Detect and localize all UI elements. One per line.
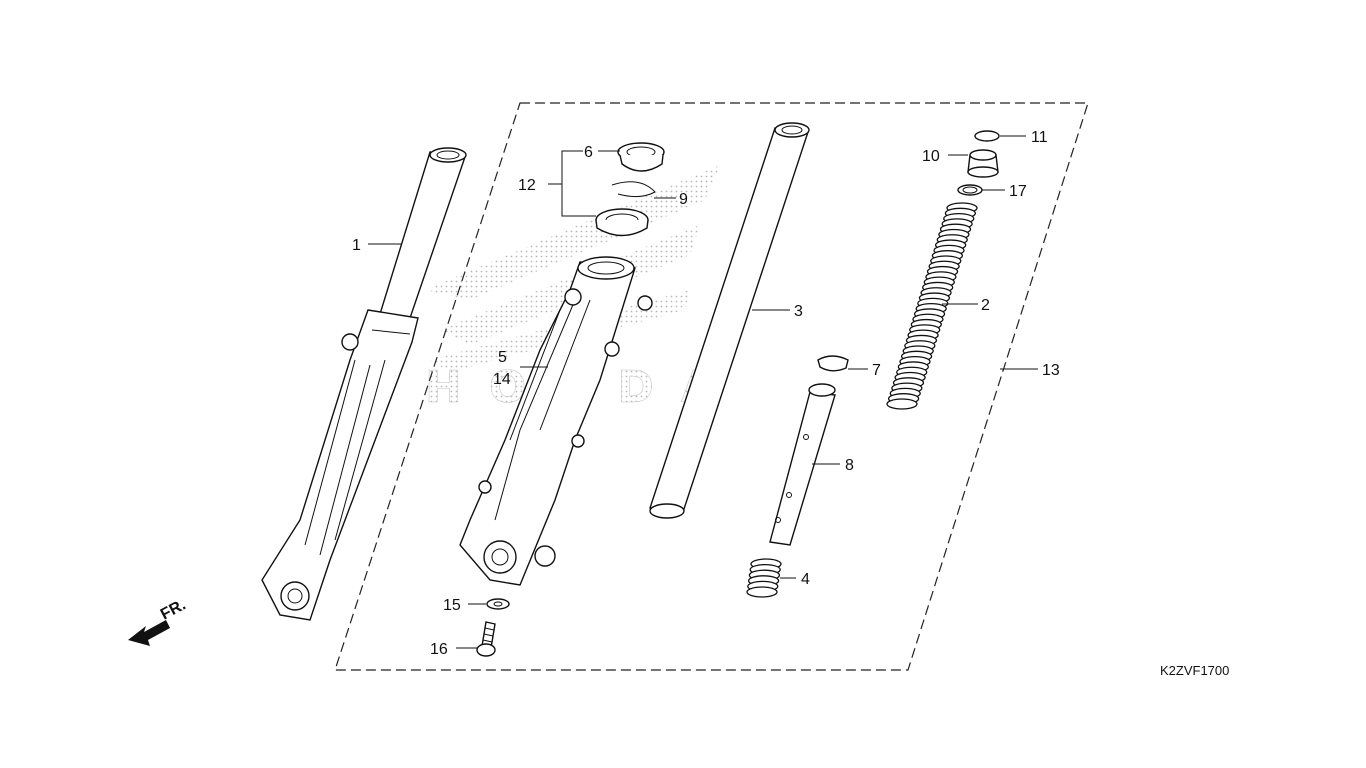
- part-11-stopper-ring: [974, 130, 1000, 142]
- part-17-o-ring: [957, 184, 983, 196]
- callout-6: 6: [584, 144, 593, 161]
- callout-1: 1: [352, 237, 361, 254]
- callout-3: 3: [794, 303, 803, 320]
- front-direction-arrow: FR.: [128, 596, 189, 646]
- part-8-damper-rod: [769, 383, 836, 546]
- part-4-rebound-spring: [746, 558, 782, 598]
- leader-lines: [368, 135, 1038, 649]
- part-15-washer: [486, 598, 510, 610]
- part-9-circlip: [611, 181, 656, 198]
- callout-17: 17: [1009, 183, 1027, 200]
- part-3-fork-pipe: [649, 122, 810, 519]
- part-7-clip: [817, 355, 849, 372]
- callout-7: 7: [872, 362, 881, 379]
- callout-2: 2: [981, 297, 990, 314]
- callout-9: 9: [679, 191, 688, 208]
- callout-12: 12: [518, 177, 536, 194]
- part-12-oil-seal: [595, 208, 649, 237]
- spring-coil: [886, 398, 918, 410]
- part-10-spring-seat: [967, 149, 999, 178]
- direction-label: FR.: [158, 596, 189, 623]
- callout-13: 13: [1042, 362, 1060, 379]
- arrow-icon: [128, 620, 170, 646]
- callout-15: 15: [443, 597, 461, 614]
- callout-11: 11: [1031, 129, 1048, 146]
- part-1-fork-leg: [261, 147, 467, 621]
- part-2-fork-spring: [886, 202, 978, 410]
- spring-coil: [746, 586, 778, 598]
- callout-14: 14: [493, 371, 511, 388]
- diagram-code: K2ZVF1700: [1160, 663, 1229, 678]
- callout-4: 4: [801, 571, 810, 588]
- callout-10: 10: [922, 148, 940, 165]
- callout-5: 5: [498, 349, 507, 366]
- part-5-fork-case: [459, 256, 653, 586]
- part-16-socket-bolt: [476, 621, 496, 657]
- callout-8: 8: [845, 457, 854, 474]
- callout-16: 16: [430, 641, 448, 658]
- assembly-boundary: [334, 102, 1089, 671]
- callouts: 1 2 3 4 5 6 7 8 9 10 11 12 13 14 15 16 1…: [352, 129, 1060, 658]
- part-6-dust-seal: [617, 142, 665, 172]
